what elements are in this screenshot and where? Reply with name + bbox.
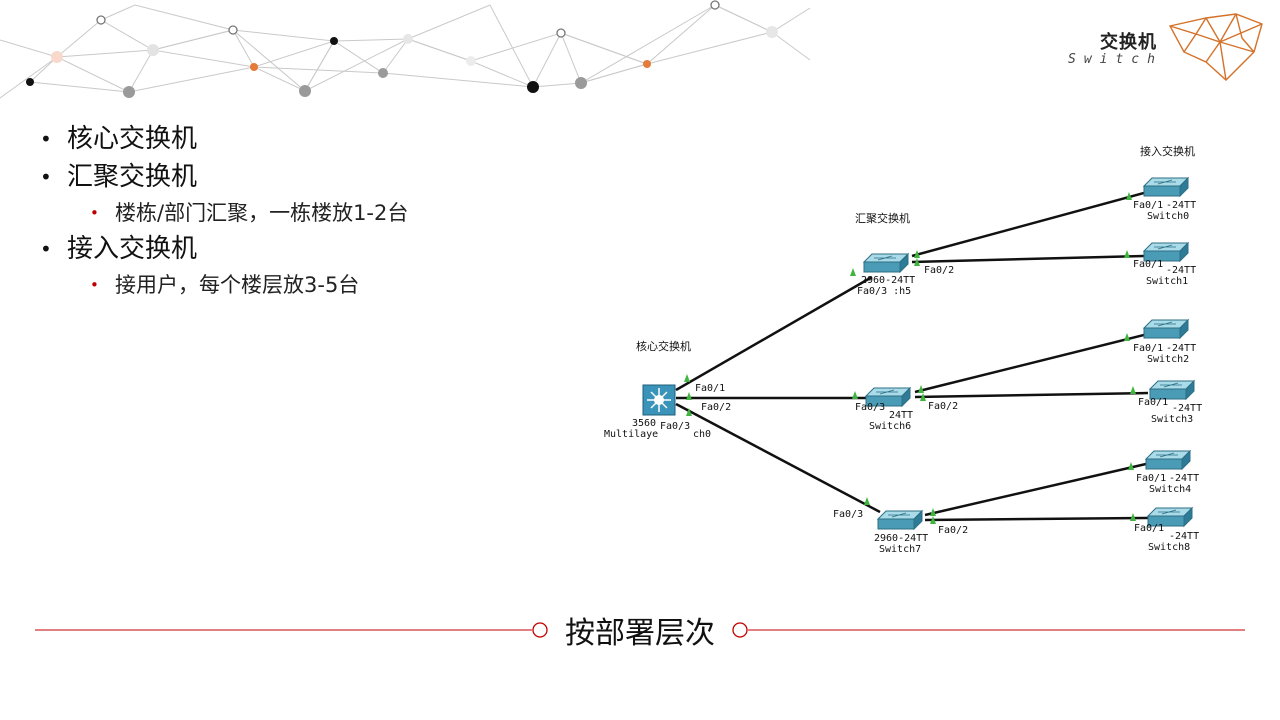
switch2-name-label: Switch2 bbox=[1147, 354, 1189, 365]
switch4-model-label: -24TT bbox=[1169, 473, 1199, 484]
link-switch7-switch4 bbox=[924, 462, 1147, 517]
sub-bullet-aggregation-text: 楼栋/部门汇聚，一栋楼放1-2台 bbox=[115, 201, 409, 225]
access-switch4-device[interactable] bbox=[1145, 450, 1191, 470]
switch7-name-label: Switch7 bbox=[879, 544, 921, 555]
sub-bullet-aggregation: • 楼栋/部门汇聚，一栋楼放1-2台 bbox=[40, 198, 408, 232]
bullet-access-switch: 接入交换机 bbox=[40, 232, 408, 270]
footer-title: 按部署层次 bbox=[0, 608, 1280, 652]
aggregation-switch5-device[interactable] bbox=[863, 253, 909, 273]
bullet-core-switch: 核心交换机 bbox=[40, 122, 408, 160]
port-label: Fa0/3 bbox=[833, 509, 863, 520]
port-label: Fa0/1 bbox=[1133, 259, 1163, 270]
port-label: Fa0/2 bbox=[938, 525, 968, 536]
switch2-model-label: -24TT bbox=[1166, 343, 1196, 354]
core-name-partial: ch0 bbox=[693, 429, 711, 440]
red-bullet-icon: • bbox=[90, 204, 99, 222]
footer-divider bbox=[35, 622, 1245, 638]
port-label: Fa0/2 bbox=[928, 401, 958, 412]
link-switch6-switch2 bbox=[914, 333, 1145, 394]
port-label: Fa0/1 bbox=[1133, 200, 1163, 211]
bullet-aggregation-switch: 汇聚交换机 bbox=[40, 160, 408, 198]
port-label: Fa0/2 bbox=[701, 402, 731, 413]
sub-bullet-access: • 接用户，每个楼层放3-5台 bbox=[40, 270, 408, 304]
link-switch5-switch1 bbox=[911, 254, 1145, 264]
aggregation-switch7-device[interactable] bbox=[877, 510, 923, 530]
topology-links bbox=[675, 191, 1149, 522]
port-label: Fa0/2 bbox=[924, 265, 954, 276]
port-label: Fa0/1 bbox=[1136, 473, 1166, 484]
switch5-model-label: 2960-24TT bbox=[861, 275, 915, 286]
circle-icon bbox=[732, 622, 748, 638]
port-label: Fa0/3 bbox=[660, 421, 690, 432]
switch8-model-label: -24TT bbox=[1169, 531, 1199, 542]
switch0-name-label: Switch0 bbox=[1147, 211, 1189, 222]
red-bullet-icon: • bbox=[90, 276, 99, 294]
core-model-label: 3560 bbox=[632, 418, 656, 429]
geometric-logo-icon bbox=[1168, 13, 1263, 81]
group-label-core: 核心交换机 bbox=[636, 339, 691, 353]
link-core-switch7 bbox=[675, 402, 881, 514]
link-switch6-switch3 bbox=[914, 391, 1149, 399]
switch7-model-label: 2960-24TT bbox=[874, 533, 928, 544]
switch8-name-label: Switch8 bbox=[1148, 542, 1190, 553]
port-label: Fa0/1 bbox=[1133, 343, 1163, 354]
link-core-switch5 bbox=[675, 275, 873, 392]
network-topology-diagram: 核心交换机 汇聚交换机 接入交换机 3560 Multilaye ch0 Fa0… bbox=[604, 144, 1202, 555]
switch6-name-label: Switch6 bbox=[869, 421, 911, 432]
port-label: Fa0/1 bbox=[1138, 397, 1168, 408]
port-label: Fa0/1 bbox=[695, 383, 725, 394]
port-label: Fa0/1 bbox=[1134, 523, 1164, 534]
port-label: Fa0/3 bbox=[855, 402, 885, 413]
access-switch2-device[interactable] bbox=[1143, 319, 1189, 339]
switch4-name-label: Switch4 bbox=[1149, 484, 1191, 495]
switch3-model-label: -24TT bbox=[1172, 403, 1202, 414]
switch6-model-label: 24TT bbox=[889, 410, 913, 421]
brand-subtitle: Switch bbox=[1068, 52, 1163, 67]
switch1-model-label: -24TT bbox=[1166, 265, 1196, 276]
switch3-name-label: Switch3 bbox=[1151, 414, 1193, 425]
sub-bullet-access-text: 接用户，每个楼层放3-5台 bbox=[115, 273, 360, 297]
access-switch0-device[interactable] bbox=[1143, 177, 1189, 197]
link-switch5-switch0 bbox=[911, 191, 1145, 258]
switch1-name-label: Switch1 bbox=[1146, 276, 1188, 287]
link-status-leds bbox=[684, 192, 1136, 524]
brand-title: 交换机 bbox=[1100, 32, 1157, 53]
core-name-label: Multilaye bbox=[604, 429, 658, 440]
switch5-name-label: Fa0/3 :h5 bbox=[857, 286, 911, 297]
link-switch7-switch8 bbox=[924, 516, 1149, 522]
bullet-list: 核心交换机 汇聚交换机 • 楼栋/部门汇聚，一栋楼放1-2台 接入交换机 • 接用户… bbox=[40, 122, 408, 304]
core-switch-device[interactable] bbox=[642, 384, 676, 416]
decorative-network-background bbox=[0, 0, 811, 99]
circle-icon bbox=[532, 622, 548, 638]
footer-title-text: 按部署层次 bbox=[557, 616, 723, 651]
switch0-model-label: -24TT bbox=[1166, 200, 1196, 211]
group-label-access: 接入交换机 bbox=[1140, 144, 1195, 158]
group-label-aggregation: 汇聚交换机 bbox=[855, 211, 910, 225]
